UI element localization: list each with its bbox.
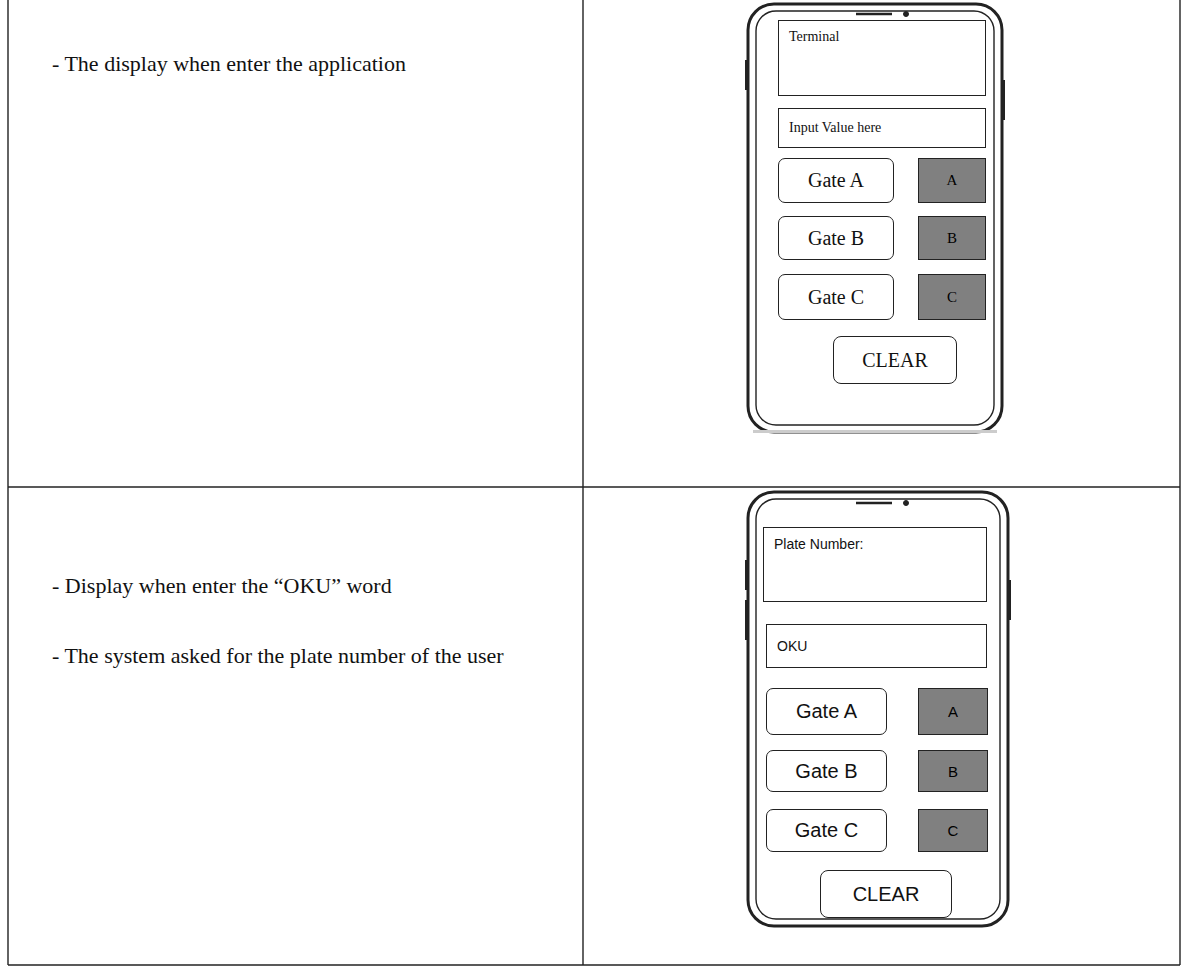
ui-label: Gate A — [808, 169, 864, 192]
description-cell: - The display when enter the application — [52, 40, 557, 110]
gate-button: Gate B — [778, 216, 894, 260]
ui-label: A — [948, 703, 958, 720]
ui-label: Gate C — [808, 286, 864, 309]
description-cell: - Display when enter the “OKU” word - The… — [52, 562, 557, 702]
ui-label: Gate B — [795, 760, 857, 783]
phone-outline — [746, 492, 1010, 926]
input-box: Input Value here — [778, 108, 986, 148]
ui-label: CLEAR — [862, 349, 928, 372]
gate-button: Gate B — [766, 750, 887, 792]
gate-indicator: C — [918, 274, 986, 320]
ui-label: Gate A — [796, 700, 857, 723]
gate-button: Gate A — [778, 158, 894, 203]
gate-indicator: B — [918, 216, 986, 260]
ui-label: C — [948, 822, 959, 839]
bullet-text: - The display when enter the application — [52, 40, 557, 88]
phone-outline — [746, 4, 1004, 433]
ui-label: Gate C — [795, 819, 858, 842]
gate-indicator: A — [918, 688, 988, 735]
ui-label: OKU — [777, 638, 807, 654]
ui-label: B — [947, 230, 957, 247]
ui-label: A — [947, 172, 958, 189]
gate-indicator: C — [918, 809, 988, 852]
bullet-text: - The system asked for the plate number … — [52, 632, 557, 680]
ui-label: C — [947, 289, 957, 306]
ui-label: B — [948, 763, 958, 780]
table-grid — [8, 0, 1180, 965]
bullet-text: - Display when enter the “OKU” word — [52, 562, 557, 610]
terminal-box: Plate Number: — [763, 527, 987, 602]
input-box: OKU — [766, 624, 987, 668]
ui-label: CLEAR — [853, 883, 920, 906]
clear-button: CLEAR — [833, 336, 957, 384]
ui-label: Plate Number: — [774, 536, 976, 552]
gate-indicator: A — [918, 158, 986, 203]
gate-button: Gate C — [778, 274, 894, 320]
ui-label: Input Value here — [789, 120, 881, 136]
ui-label: Gate B — [808, 227, 864, 250]
gate-indicator: B — [918, 750, 988, 792]
clear-button: CLEAR — [820, 870, 952, 918]
gate-button: Gate A — [766, 688, 887, 735]
gate-button: Gate C — [766, 809, 887, 852]
terminal-box: Terminal — [778, 20, 986, 96]
ui-label: Terminal — [789, 29, 975, 45]
